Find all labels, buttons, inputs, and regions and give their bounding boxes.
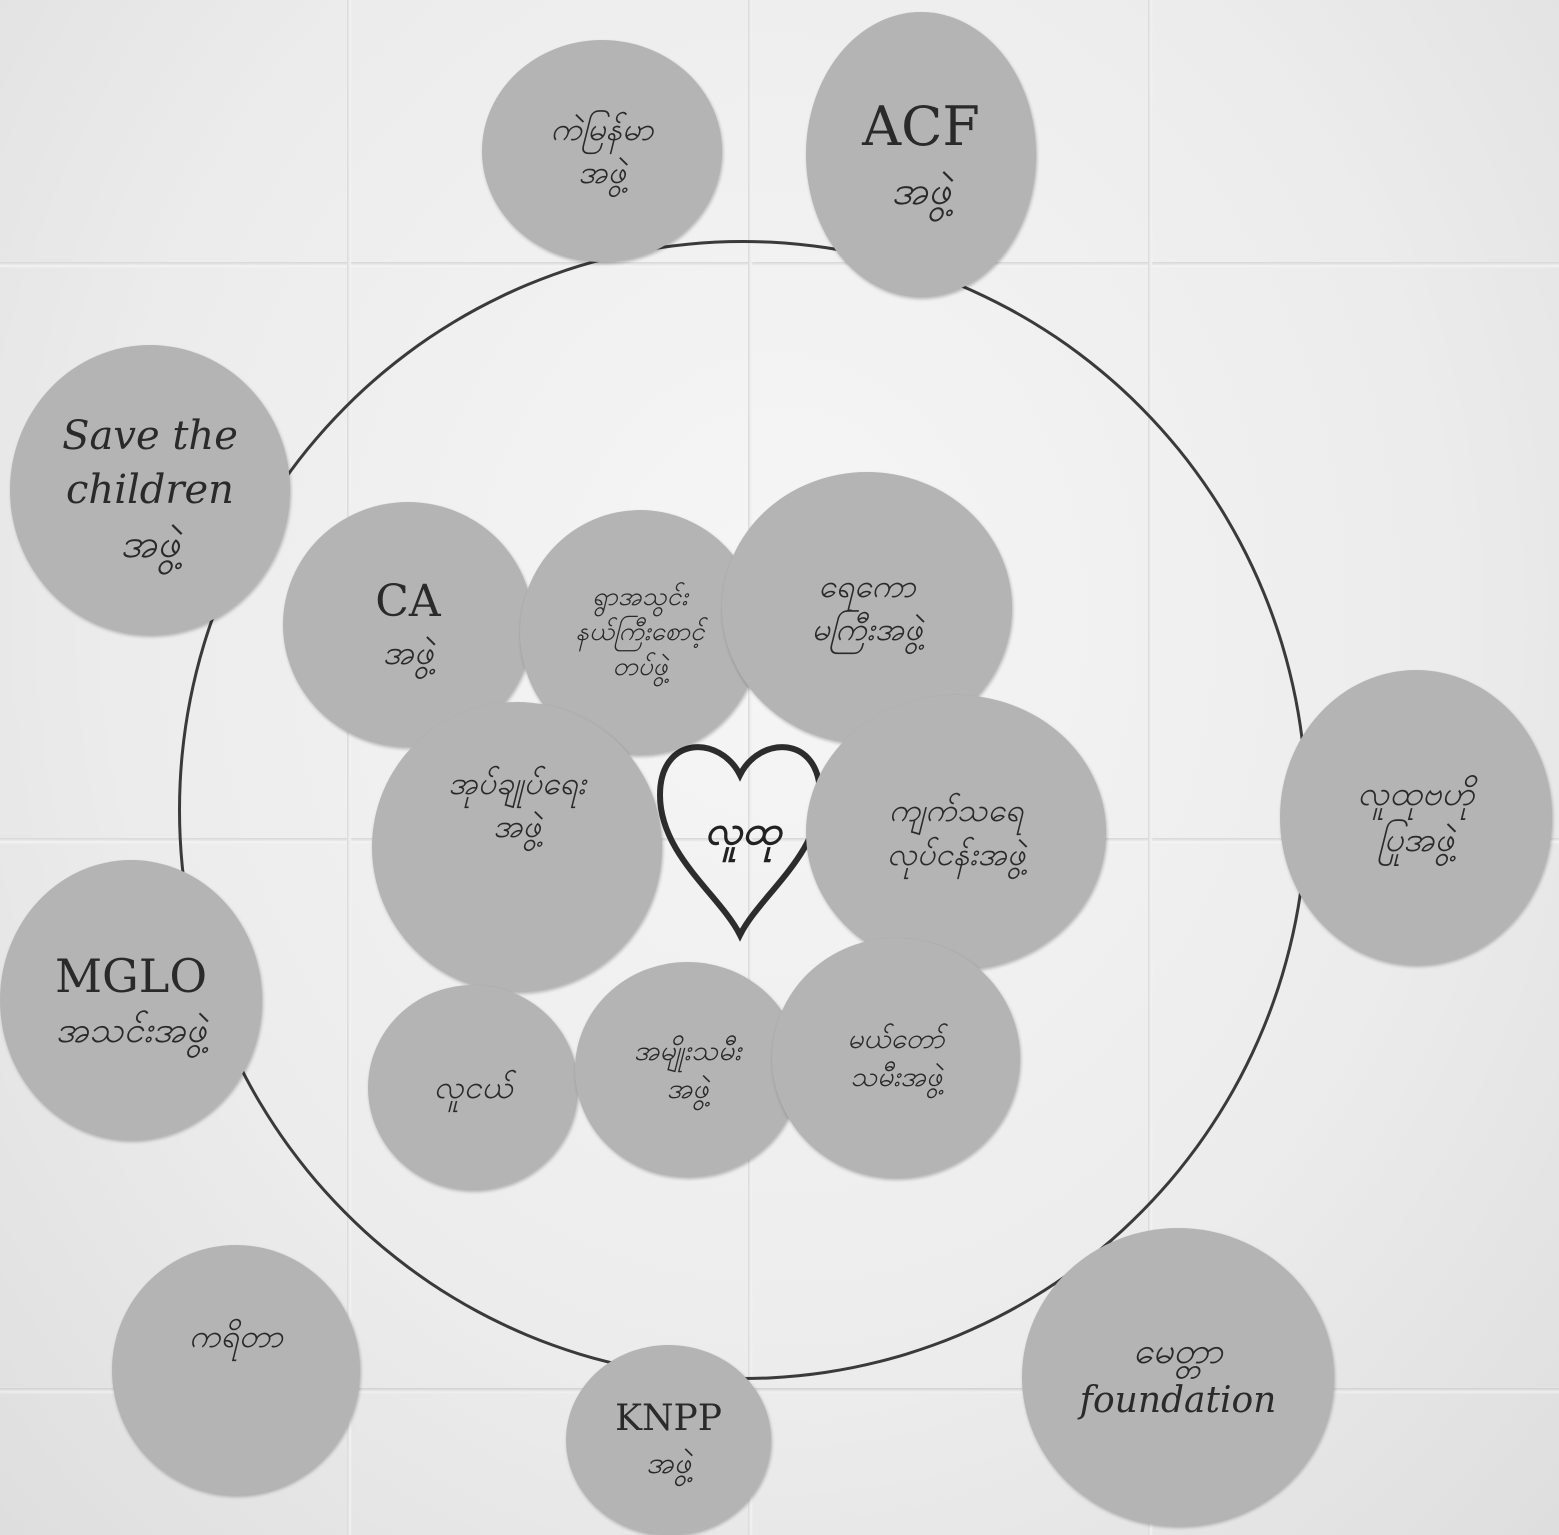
disc-mglo: MGLO အသင်းအဖွဲ့	[0, 860, 262, 1140]
disc-bottom-b-line2: အဖွဲ့	[667, 1070, 709, 1108]
disc-bottom-b: အမျိုးသမီး အဖွဲ့	[575, 962, 800, 1177]
disc-right-top-line2: မကြီးအဖွဲ့	[812, 608, 923, 651]
disc-top-left: ကဲမြန်မာ အဖွဲ့	[482, 40, 722, 262]
disc-bottom-left-line1: ကရိတာ	[189, 1315, 283, 1358]
disc-far-right-line2: ပြုအဖွဲ့	[1378, 818, 1454, 864]
disc-acf: ACF အဖွဲ့	[806, 12, 1036, 297]
disc-center-top-line3: တပ်ဖွဲ့	[613, 650, 668, 685]
disc-foundation: မေတ္တာ foundation	[1022, 1228, 1334, 1526]
disc-save-line2: children	[66, 463, 234, 517]
disc-save-line3: အဖွဲ့	[120, 517, 180, 571]
disc-bottom-c-line1: မယ်တော်	[847, 1020, 944, 1058]
disc-bottom-a-line1: လူငယ်	[434, 1066, 513, 1109]
heart-label: လူထု	[668, 805, 818, 864]
disc-bottom-c-line2: သမီးအဖွဲ့	[850, 1058, 942, 1096]
disc-bottom-a: လူငယ်	[368, 985, 578, 1190]
disc-top-left-line1: ကဲမြန်မာ	[551, 108, 654, 151]
disc-bottom-left: ကရိတာ	[112, 1245, 360, 1495]
disc-acf-line1: ACF	[862, 91, 980, 164]
disc-knpp-line1: KNPP	[615, 1395, 722, 1444]
disc-far-right-line1: လူထုဗဟို	[1357, 772, 1474, 818]
disc-left-mid: အုပ်ချုပ်ရေး အဖွဲ့	[372, 702, 662, 992]
disc-far-right: လူထုဗဟို ပြုအဖွဲ့	[1280, 670, 1552, 965]
disc-right-mid-line1: ကျက်သရေ	[889, 789, 1023, 832]
disc-top-left-line2: အဖွဲ့	[578, 151, 626, 194]
disc-bottom-c: မယ်တော် သမီးအဖွဲ့	[772, 938, 1020, 1178]
disc-knpp: KNPP အဖွဲ့	[566, 1345, 771, 1535]
disc-save-line1: Save the	[62, 409, 238, 463]
disc-center-top-line1: ရွာအသွင်း	[592, 580, 688, 615]
disc-knpp-line2: အဖွဲ့	[646, 1444, 691, 1485]
disc-foundation-line1: မေတ္တာ	[1133, 1328, 1223, 1377]
disc-mglo-line1: MGLO	[55, 945, 207, 1007]
disc-acf-line2: အဖွဲ့	[891, 164, 951, 218]
disc-left-mid-line1: အုပ်ချုပ်ရေး	[448, 762, 585, 805]
disc-save-the-children: Save the children အဖွဲ့	[10, 345, 290, 635]
disc-right-mid: ကျက်သရေ လုပ်ငန်းအဖွဲ့	[806, 695, 1106, 970]
disc-center-top-line2: နယ်ကြီးစောင့်	[576, 615, 705, 650]
disc-ca-line1: CA	[375, 572, 440, 631]
disc-right-top-line1: ရေကော	[818, 565, 916, 608]
disc-right-mid-line2: လုပ်ငန်းအဖွဲ့	[887, 833, 1025, 876]
disc-bottom-b-line1: အမျိုးသမီး	[634, 1032, 741, 1070]
disc-foundation-line2: foundation	[1080, 1377, 1277, 1426]
disc-ca-line2: အဖွဲ့	[383, 631, 434, 677]
disc-mglo-line2: အသင်းအဖွဲ့	[56, 1007, 207, 1056]
disc-left-mid-line2: အဖွဲ့	[493, 805, 541, 848]
